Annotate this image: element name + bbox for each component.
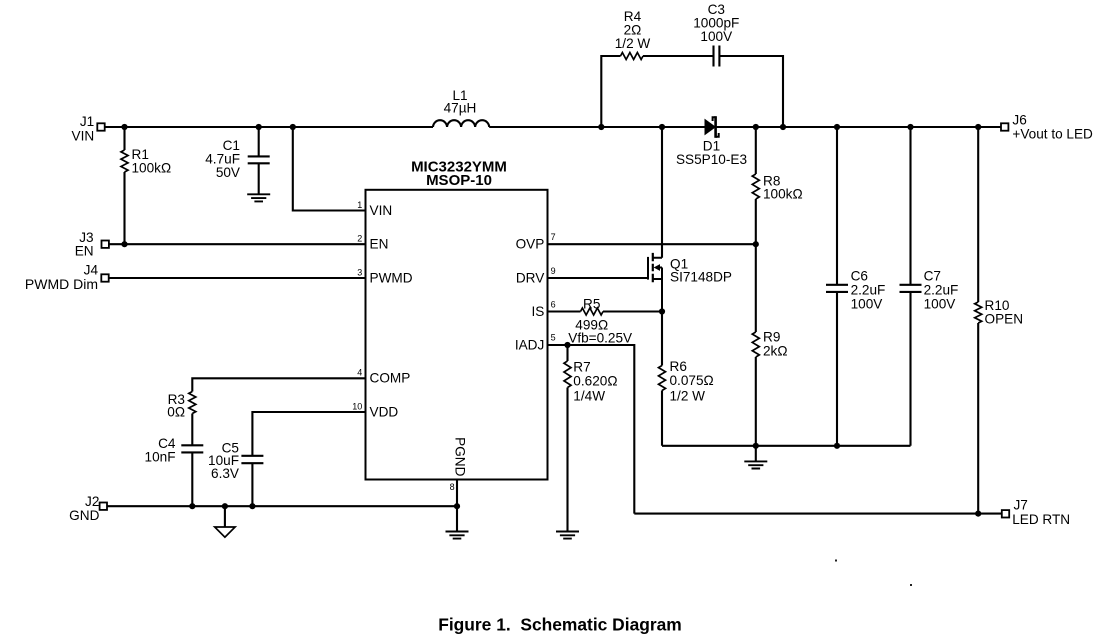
svg-text:7: 7 xyxy=(551,232,556,242)
svg-text:0.075Ω: 0.075Ω xyxy=(670,373,714,388)
svg-text:6: 6 xyxy=(551,299,556,309)
svg-text:R9: R9 xyxy=(763,330,780,345)
svg-text:J3: J3 xyxy=(79,230,93,245)
svg-text:SI7148DP: SI7148DP xyxy=(670,270,732,285)
svg-text:DRV: DRV xyxy=(516,270,544,285)
svg-text:2.2uF: 2.2uF xyxy=(851,283,886,298)
svg-text:2: 2 xyxy=(357,234,362,244)
svg-text:499Ω: 499Ω xyxy=(575,317,608,332)
svg-text:SS5P10-E3: SS5P10-E3 xyxy=(676,152,747,167)
svg-text:IS: IS xyxy=(531,304,544,319)
svg-text:PWMD: PWMD xyxy=(370,270,413,285)
svg-text:R4: R4 xyxy=(624,9,642,24)
svg-text:100V: 100V xyxy=(700,29,732,44)
svg-text:100V: 100V xyxy=(851,297,883,312)
svg-text:J1: J1 xyxy=(80,114,94,129)
svg-text:GND: GND xyxy=(69,508,99,523)
svg-text:J4: J4 xyxy=(84,263,99,278)
svg-text:100V: 100V xyxy=(924,297,956,312)
svg-text:0Ω: 0Ω xyxy=(167,405,185,420)
svg-text:R6: R6 xyxy=(670,359,687,374)
svg-text:OVP: OVP xyxy=(516,237,545,252)
svg-text:C7: C7 xyxy=(924,268,941,283)
svg-text:VDD: VDD xyxy=(370,404,399,419)
svg-text:9: 9 xyxy=(551,266,556,276)
svg-text:D1: D1 xyxy=(703,139,720,154)
svg-text:3: 3 xyxy=(357,267,362,277)
svg-text:1000pF: 1000pF xyxy=(693,16,739,31)
svg-text:R7: R7 xyxy=(573,360,590,375)
svg-text:EN: EN xyxy=(370,237,389,252)
svg-text:47µH: 47µH xyxy=(444,101,477,116)
svg-text:Vfb=0.25V: Vfb=0.25V xyxy=(568,331,632,346)
svg-text:VIN: VIN xyxy=(72,129,95,144)
svg-text:OPEN: OPEN xyxy=(985,311,1024,326)
svg-text:VIN: VIN xyxy=(370,203,393,218)
svg-text:COMP: COMP xyxy=(370,371,411,386)
svg-text:10nF: 10nF xyxy=(145,449,176,464)
svg-text:L1: L1 xyxy=(452,88,467,103)
svg-text:J7: J7 xyxy=(1014,498,1028,513)
svg-text:0.620Ω: 0.620Ω xyxy=(573,373,617,388)
svg-text:1/4W: 1/4W xyxy=(573,388,605,403)
svg-text:4: 4 xyxy=(357,368,362,378)
svg-text:100kΩ: 100kΩ xyxy=(763,186,803,201)
svg-text:R10: R10 xyxy=(985,298,1010,313)
svg-text:R3: R3 xyxy=(168,392,185,407)
svg-text:50V: 50V xyxy=(216,165,240,180)
svg-text:J2: J2 xyxy=(85,494,99,509)
svg-text:10uF: 10uF xyxy=(208,453,239,468)
svg-text:5: 5 xyxy=(551,332,556,342)
svg-text:C3: C3 xyxy=(708,2,725,17)
svg-text:EN: EN xyxy=(75,243,94,258)
svg-text:8: 8 xyxy=(450,482,455,492)
svg-text:4.7uF: 4.7uF xyxy=(205,152,240,167)
svg-text:R1: R1 xyxy=(132,147,149,162)
svg-text:100kΩ: 100kΩ xyxy=(132,160,172,175)
svg-text:R8: R8 xyxy=(763,174,780,189)
svg-text:C6: C6 xyxy=(851,268,868,283)
svg-text:PGND: PGND xyxy=(452,437,467,476)
svg-text:10: 10 xyxy=(352,401,362,411)
svg-text:MSOP-10: MSOP-10 xyxy=(426,172,492,189)
svg-text:J6: J6 xyxy=(1012,113,1026,128)
svg-text:C5: C5 xyxy=(222,440,239,455)
svg-text:IADJ: IADJ xyxy=(515,337,544,352)
svg-text:Figure 1. Schematic Diagram: Figure 1. Schematic Diagram xyxy=(438,615,682,635)
svg-text:1: 1 xyxy=(357,200,362,210)
svg-text:PWMD Dim: PWMD Dim xyxy=(25,276,98,292)
svg-text:C4: C4 xyxy=(158,436,176,451)
svg-text:2kΩ: 2kΩ xyxy=(763,343,788,358)
svg-text:Q1: Q1 xyxy=(670,257,688,272)
svg-text:+Vout to LED: +Vout to LED xyxy=(1012,127,1093,142)
svg-text:C1: C1 xyxy=(223,138,240,153)
svg-text:2Ω: 2Ω xyxy=(624,23,642,38)
svg-text:MIC3232YMM: MIC3232YMM xyxy=(411,159,507,176)
svg-text:LED RTN: LED RTN xyxy=(1012,512,1070,527)
svg-text:6.3V: 6.3V xyxy=(211,466,239,481)
svg-text:1/2 W: 1/2 W xyxy=(670,388,706,403)
svg-text:2.2uF: 2.2uF xyxy=(924,283,959,298)
svg-text:1/2 W: 1/2 W xyxy=(615,36,651,51)
svg-text:R5: R5 xyxy=(583,296,600,311)
